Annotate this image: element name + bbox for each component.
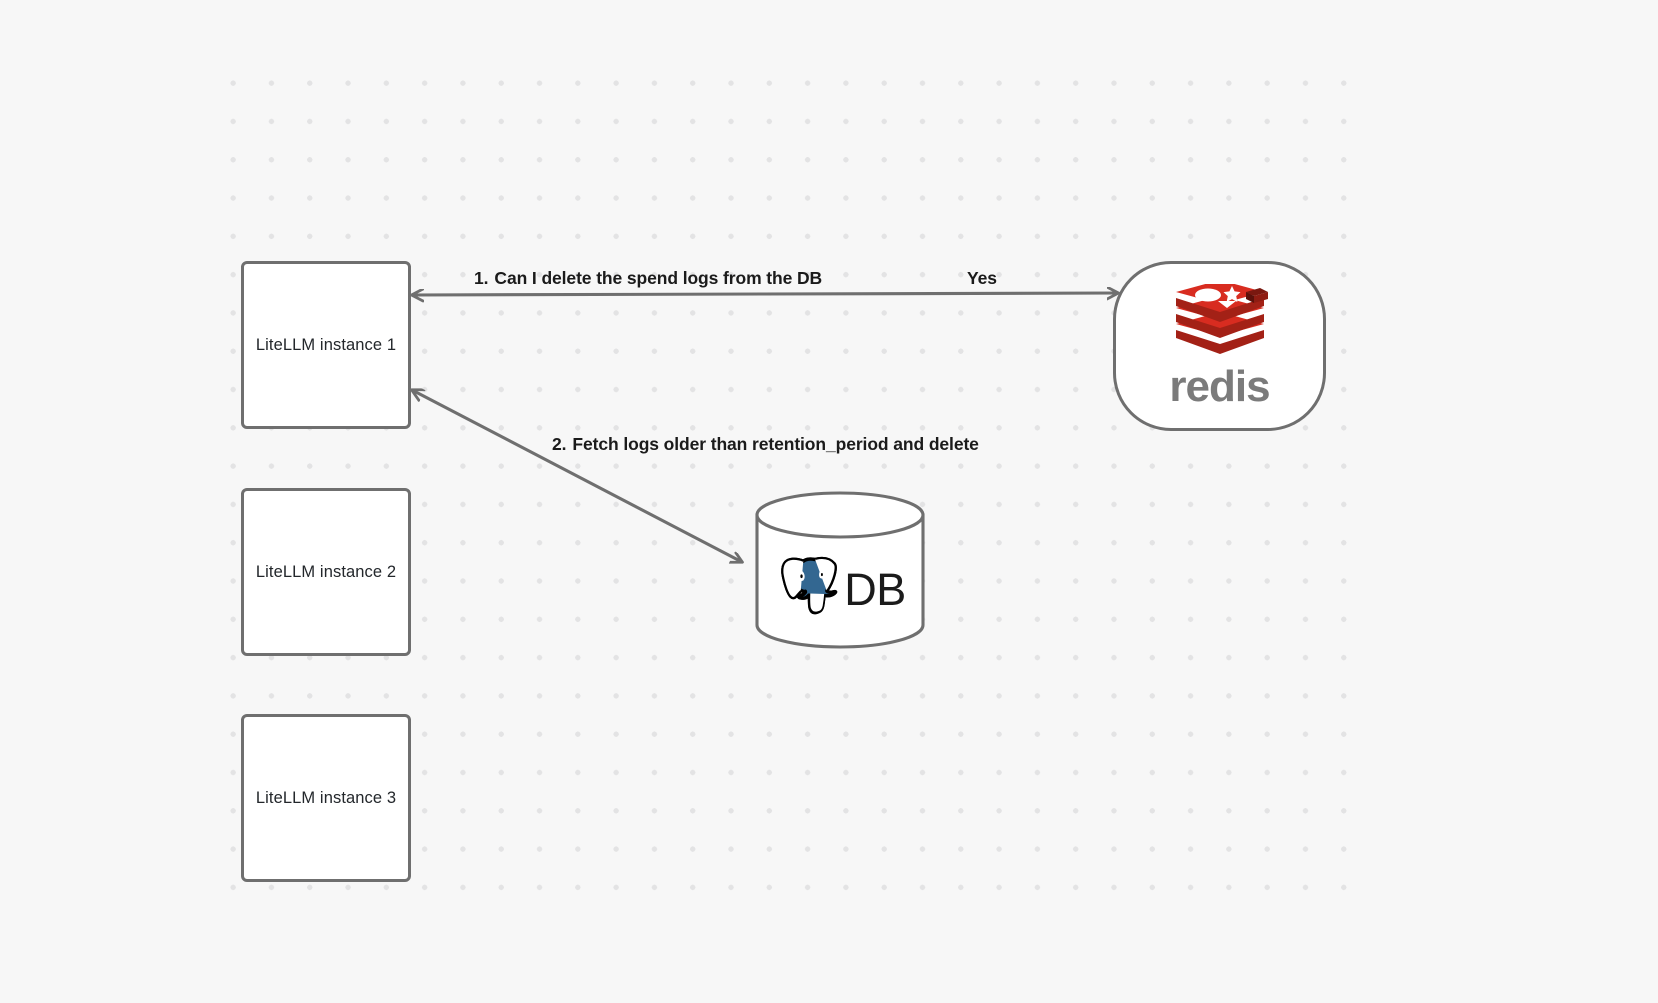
edge-label-1-reply-text: Yes <box>967 268 997 288</box>
edge-label-2-number: 2. <box>552 434 567 454</box>
node-label-litellm-3: LiteLLM instance 3 <box>255 788 397 807</box>
postgresql-elephant-icon <box>781 556 838 615</box>
node-label-litellm-1: LiteLLM instance 1 <box>255 335 397 354</box>
db-label: DB <box>844 563 906 615</box>
edge-label-1-text: Can I delete the spend logs from the DB <box>494 268 823 288</box>
edge-litellm1-db <box>412 390 742 562</box>
node-redis[interactable]: redis <box>1113 261 1326 431</box>
node-litellm-instance-2[interactable]: LiteLLM instance 2 <box>241 488 411 656</box>
node-label-litellm-2: LiteLLM instance 2 <box>255 562 397 581</box>
edge-label-2: 2.Fetch logs older than retention_period… <box>552 434 979 455</box>
redis-logo-icon <box>1166 283 1274 363</box>
node-litellm-instance-1[interactable]: LiteLLM instance 1 <box>241 261 411 429</box>
edge-label-2-text: Fetch logs older than retention_period a… <box>572 434 979 454</box>
edge-label-1-reply: Yes <box>967 268 997 289</box>
edge-label-1: 1.Can I delete the spend logs from the D… <box>474 268 822 289</box>
redis-wordmark: redis <box>1169 362 1270 411</box>
edge-litellm1-redis <box>412 293 1118 295</box>
node-database[interactable]: DB <box>754 491 926 649</box>
redis-stack-icon <box>1175 284 1268 354</box>
cylinder-shape <box>755 491 925 649</box>
node-litellm-instance-3[interactable]: LiteLLM instance 3 <box>241 714 411 882</box>
edge-label-1-number: 1. <box>474 268 489 288</box>
